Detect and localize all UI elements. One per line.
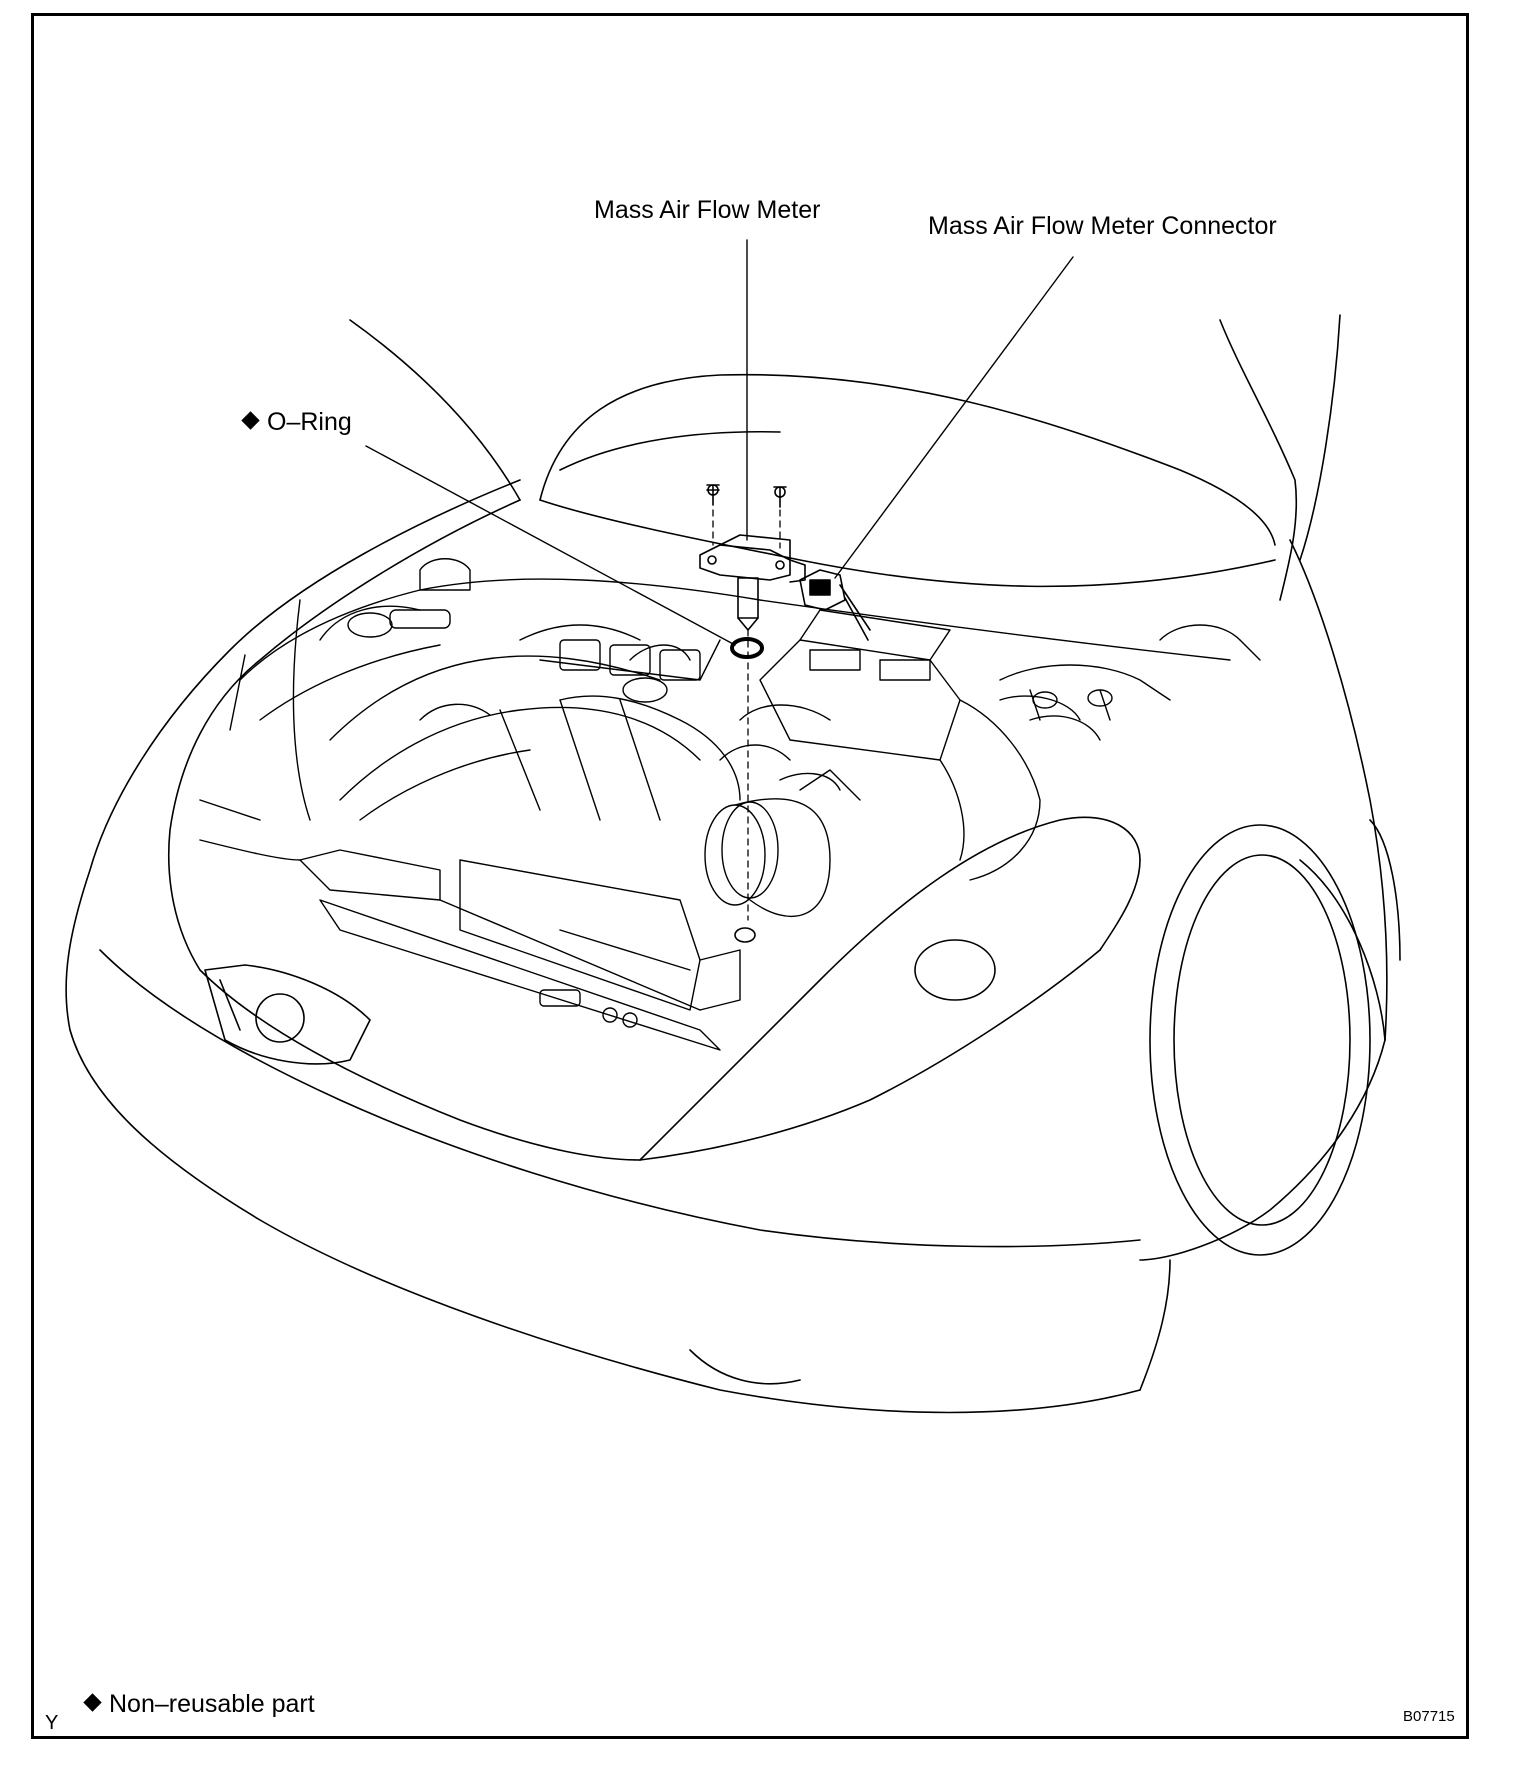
- legend-text: Non–reusable part: [109, 1690, 315, 1718]
- label-mass-air-flow-meter-connector: Mass Air Flow Meter Connector: [928, 212, 1277, 240]
- screws: [707, 485, 786, 507]
- car-body-outline: [66, 480, 1387, 1413]
- label-o-ring-text: O–Ring: [267, 408, 352, 436]
- headlight: [640, 817, 1140, 1160]
- label-mass-air-flow-meter: Mass Air Flow Meter: [594, 196, 821, 224]
- o-ring-part: [732, 639, 762, 657]
- legend-diamond-icon: [83, 1693, 102, 1712]
- non-reusable-diamond-icon: [241, 411, 260, 430]
- mounting-hole: [735, 928, 755, 942]
- connector-part: [800, 570, 870, 640]
- figure-code: B07715: [1403, 1708, 1455, 1725]
- label-o-ring: O–Ring: [241, 408, 352, 436]
- engine-compartment: [200, 559, 1260, 1050]
- corner-letter: Y: [45, 1712, 59, 1734]
- alignment-lines: [713, 510, 780, 920]
- leader-lines: [366, 240, 1073, 645]
- front-wheel: [1150, 820, 1400, 1255]
- fog-light: [205, 965, 370, 1064]
- raised-hood: [350, 315, 1340, 600]
- mass-air-flow-meter-part: [700, 535, 805, 630]
- diagram-frame: [31, 13, 1469, 1739]
- legend-non-reusable: Non–reusable part: [83, 1690, 315, 1718]
